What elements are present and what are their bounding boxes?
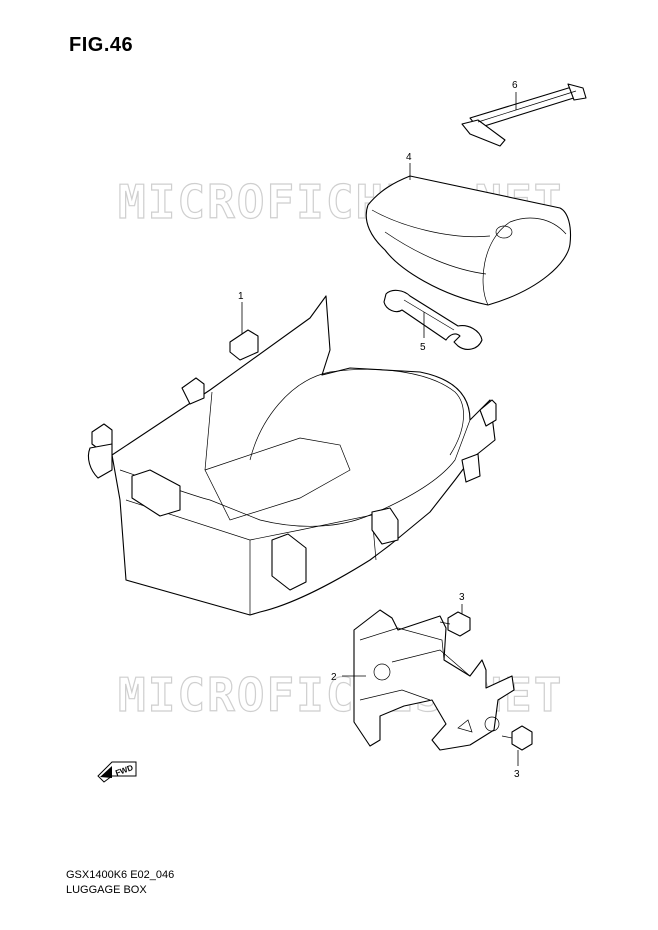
bolt-lower-part bbox=[501, 725, 533, 751]
callout-4: 4 bbox=[406, 152, 412, 163]
callout-3-lower: 3 bbox=[514, 769, 520, 780]
bolt-upper-part bbox=[439, 611, 471, 637]
strap-part bbox=[461, 83, 587, 147]
callout-5: 5 bbox=[420, 342, 426, 353]
figure-title: FIG.46 bbox=[69, 34, 134, 56]
bracket-part bbox=[353, 609, 515, 751]
wrench-part bbox=[383, 289, 483, 350]
section-name: LUGGAGE BOX bbox=[66, 884, 147, 896]
fwd-arrow-icon: FWD bbox=[97, 761, 137, 783]
callout-6: 6 bbox=[512, 80, 518, 91]
model-code: GSX1400K6 E02_046 bbox=[66, 869, 175, 881]
callout-3-upper: 3 bbox=[459, 592, 465, 603]
luggage-box-part bbox=[87, 295, 497, 616]
callout-2: 2 bbox=[331, 672, 337, 683]
tool-bag-part bbox=[365, 175, 572, 306]
callout-1: 1 bbox=[238, 291, 244, 302]
